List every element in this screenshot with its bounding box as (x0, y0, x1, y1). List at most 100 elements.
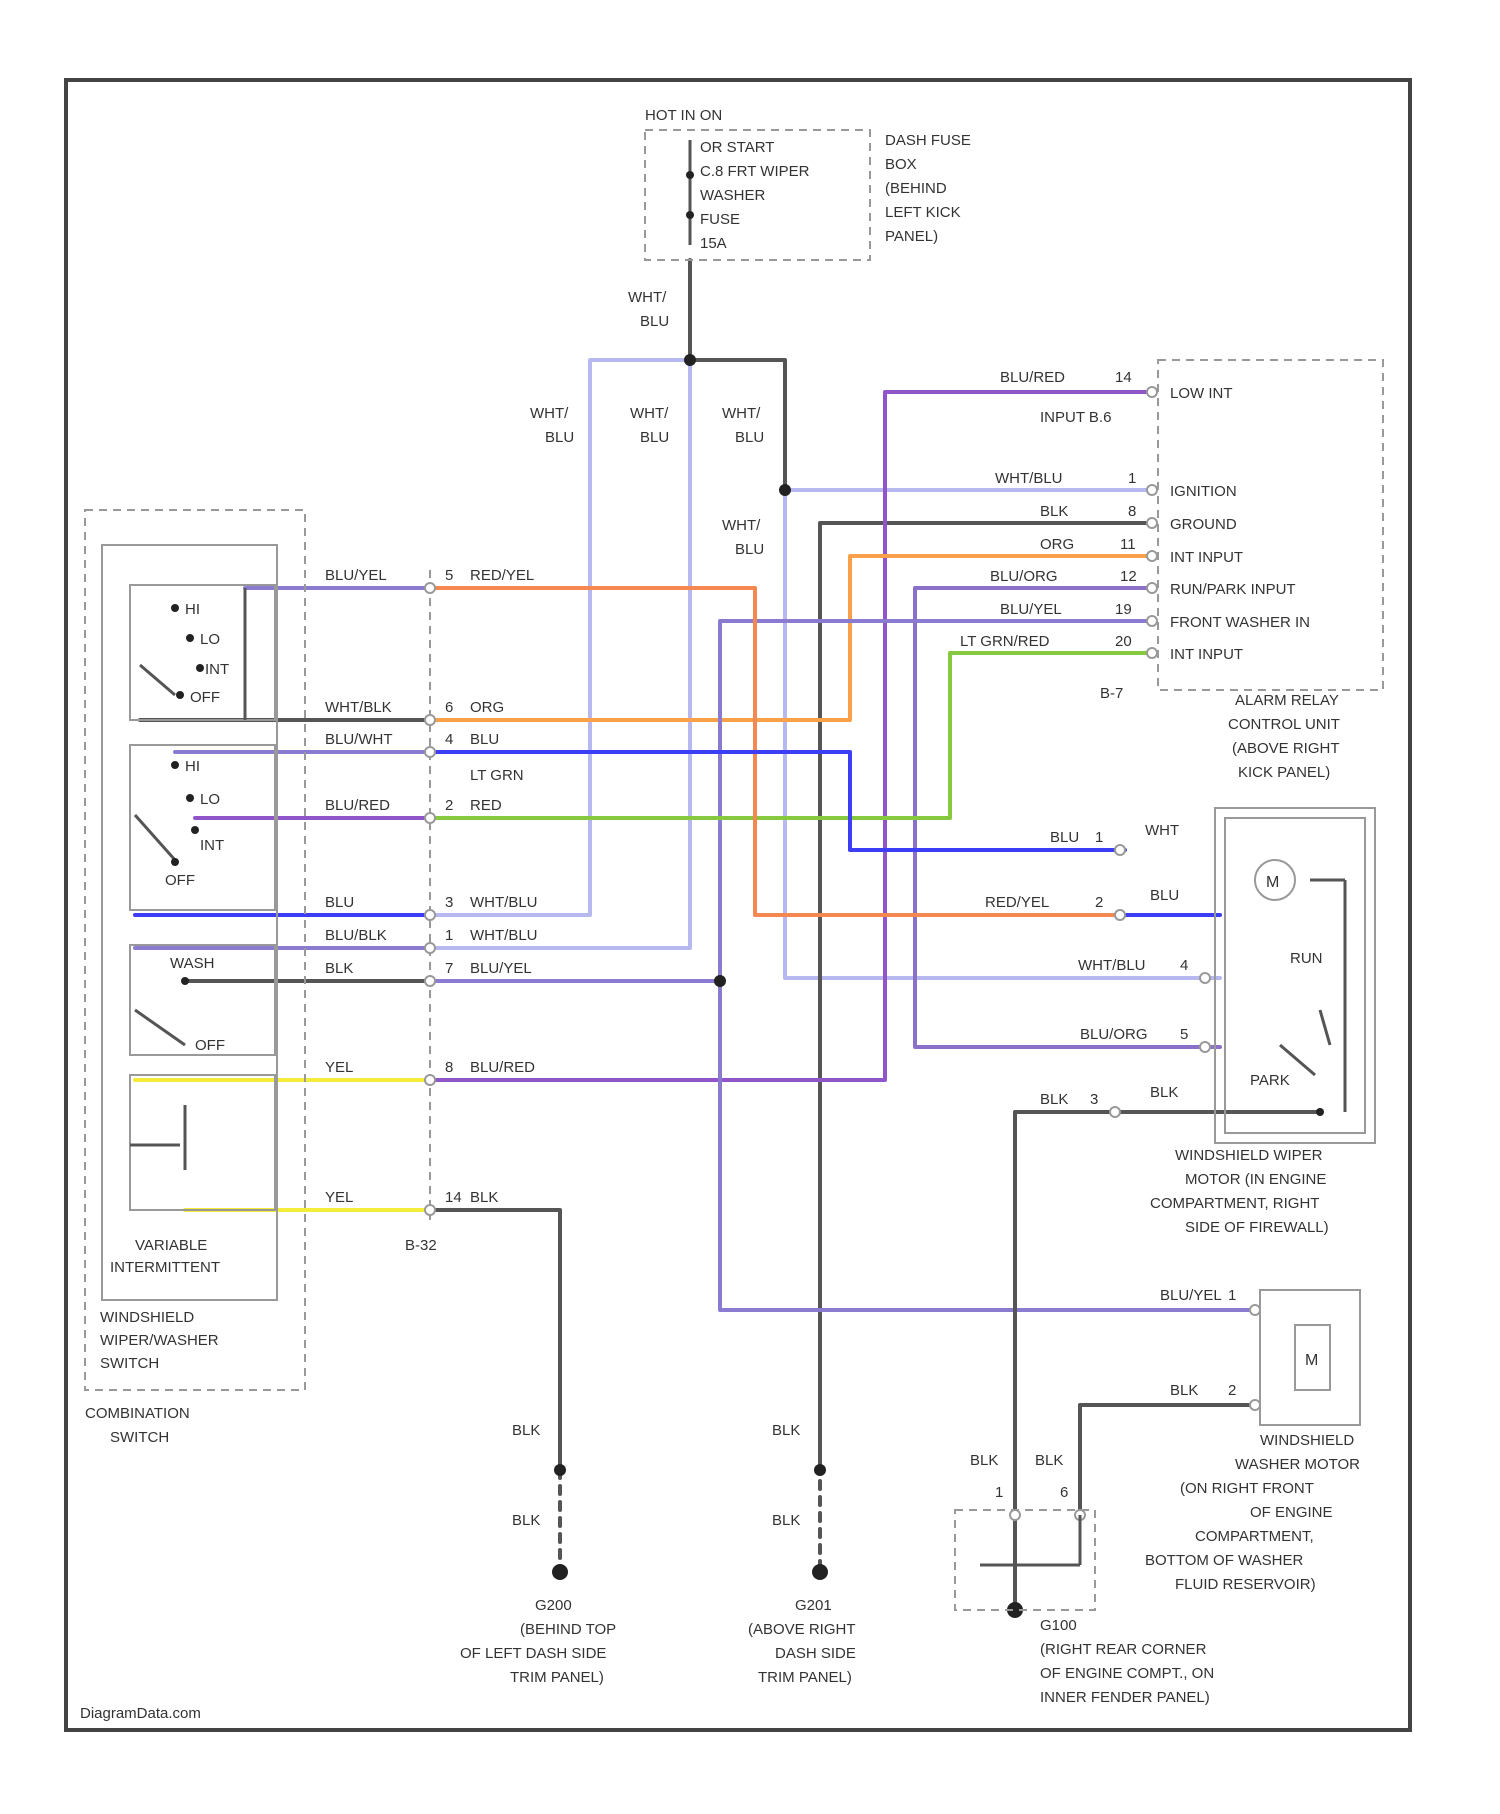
svg-text:FLUID RESERVOIR): FLUID RESERVOIR) (1175, 1576, 1316, 1593)
svg-text:LO: LO (200, 631, 220, 648)
svg-text:WASH: WASH (170, 955, 214, 972)
switch-pin-number: 5 (445, 567, 453, 584)
switch-connector-pin (425, 583, 435, 593)
ground-g200-symbol (552, 1564, 568, 1580)
motor-out-label: BLU (1150, 887, 1179, 904)
svg-text:INPUT B.6: INPUT B.6 (1040, 409, 1111, 426)
switch-out-wire-label: RED/YEL (470, 567, 534, 584)
motor-out-label: PARK (1250, 1072, 1290, 1089)
svg-text:VARIABLE: VARIABLE (135, 1237, 207, 1254)
svg-text:6: 6 (1060, 1484, 1068, 1501)
svg-text:WHT/: WHT/ (722, 517, 761, 534)
switch-pin-number: 3 (445, 894, 453, 911)
motor-out-label: WHT (1145, 822, 1179, 839)
svg-text:ALARM RELAY: ALARM RELAY (1235, 692, 1339, 709)
svg-text:WINDSHIELD: WINDSHIELD (1260, 1432, 1354, 1449)
svg-text:BLK: BLK (1035, 1452, 1063, 1469)
junction-dot (714, 975, 726, 987)
wire-relay-ground (820, 523, 1150, 1465)
switch-connector-pin (425, 976, 435, 986)
svg-text:FUSE: FUSE (700, 211, 740, 228)
svg-text:LEFT KICK: LEFT KICK (885, 204, 961, 221)
svg-text:MOTOR (IN ENGINE: MOTOR (IN ENGINE (1185, 1171, 1326, 1188)
switch-extra-label: LT GRN (470, 767, 524, 784)
svg-text:OF ENGINE: OF ENGINE (1250, 1504, 1333, 1521)
svg-text:COMPARTMENT, RIGHT: COMPARTMENT, RIGHT (1150, 1195, 1319, 1212)
svg-text:BLU: BLU (545, 429, 574, 446)
svg-text:PANEL): PANEL) (885, 228, 938, 245)
svg-text:INT INPUT: INT INPUT (1170, 646, 1243, 663)
svg-text:LOW INT: LOW INT (1170, 385, 1233, 402)
switch-pin-number: 7 (445, 960, 453, 977)
wire-blu (430, 752, 1125, 850)
switch-connector-pin (425, 1205, 435, 1215)
svg-text:BLU: BLU (640, 313, 669, 330)
wire-feed-wht-blu-b (430, 360, 690, 948)
switch-out-wire-label: WHT/BLU (470, 927, 538, 944)
washer-pin-number: 2 (1228, 1382, 1236, 1399)
svg-text:OFF: OFF (190, 689, 220, 706)
svg-text:WHT/: WHT/ (722, 405, 761, 422)
wiper-motor-symbol: M (1266, 874, 1279, 891)
washer-connector-pin (1250, 1305, 1260, 1315)
switch-wire-label: BLU/YEL (325, 567, 387, 584)
ground-g201-symbol (812, 1564, 828, 1580)
switch-out-wire-label: ORG (470, 699, 504, 716)
motor-connector-pin (1110, 1107, 1120, 1117)
svg-text:8: 8 (1128, 503, 1136, 520)
feed-label: WHT/ (628, 289, 667, 306)
junction-dot (554, 1464, 566, 1476)
svg-text:CONTROL UNIT: CONTROL UNIT (1228, 716, 1340, 733)
svg-text:B-32: B-32 (405, 1237, 437, 1254)
motor-out-label: RUN (1290, 950, 1323, 967)
switch-wire-label: BLK (325, 960, 353, 977)
svg-text:1: 1 (995, 1484, 1003, 1501)
svg-text:BLU/ORG: BLU/ORG (990, 568, 1058, 585)
svg-text:BLK: BLK (1040, 503, 1068, 520)
motor-pin-number: 3 (1090, 1091, 1098, 1108)
svg-text:(ON RIGHT FRONT: (ON RIGHT FRONT (1180, 1480, 1314, 1497)
svg-text:BLK: BLK (512, 1512, 540, 1529)
switch-out-wire-label: WHT/BLU (470, 894, 538, 911)
svg-text:GROUND: GROUND (1170, 516, 1237, 533)
svg-text:TRIM PANEL): TRIM PANEL) (758, 1669, 852, 1686)
hot-in-on-label: HOT IN ON (645, 107, 722, 124)
svg-text:WHT/: WHT/ (630, 405, 669, 422)
svg-text:WIPER/WASHER: WIPER/WASHER (100, 1332, 219, 1349)
switch-out-wire-label: BLU/YEL (470, 960, 532, 977)
svg-text:FRONT WASHER IN: FRONT WASHER IN (1170, 614, 1310, 631)
svg-text:TRIM PANEL): TRIM PANEL) (510, 1669, 604, 1686)
motor-pin-number: 4 (1180, 957, 1188, 974)
svg-text:G100: G100 (1040, 1617, 1077, 1634)
svg-text:(BEHIND TOP: (BEHIND TOP (520, 1621, 616, 1638)
svg-text:RUN/PARK INPUT: RUN/PARK INPUT (1170, 581, 1296, 598)
switch-pin-number: 1 (445, 927, 453, 944)
svg-text:OR START: OR START (700, 139, 774, 156)
switch-out-wire-label: BLK (470, 1189, 498, 1206)
svg-text:1: 1 (1128, 470, 1136, 487)
switch-wire-label: BLU/RED (325, 797, 390, 814)
svg-text:BLU: BLU (640, 429, 669, 446)
svg-text:INNER FENDER PANEL): INNER FENDER PANEL) (1040, 1689, 1210, 1706)
svg-text:11: 11 (1120, 536, 1136, 553)
svg-text:INTERMITTENT: INTERMITTENT (110, 1259, 220, 1276)
washer-motor-symbol: M (1305, 1352, 1318, 1369)
washer-wire-label: BLK (1170, 1382, 1198, 1399)
svg-text:COMPARTMENT,: COMPARTMENT, (1195, 1528, 1314, 1545)
svg-text:C.8 FRT WIPER: C.8 FRT WIPER (700, 163, 810, 180)
svg-text:B-7: B-7 (1100, 685, 1123, 702)
svg-text:BLU: BLU (735, 429, 764, 446)
motor-connector-pin (1115, 845, 1125, 855)
svg-text:(ABOVE RIGHT: (ABOVE RIGHT (748, 1621, 856, 1638)
washer-wire-label: BLU/YEL (1160, 1287, 1222, 1304)
svg-text:BLU/YEL: BLU/YEL (1000, 601, 1062, 618)
svg-text:HI: HI (185, 601, 200, 618)
motor-wire-label: WHT/BLU (1078, 957, 1146, 974)
motor-wire-label: BLU (1050, 829, 1079, 846)
switch-out-wire-label: BLU/RED (470, 1059, 535, 1076)
svg-text:WINDSHIELD: WINDSHIELD (100, 1309, 194, 1326)
switch-wire-label: BLU/WHT (325, 731, 393, 748)
switch-pin-number: 4 (445, 731, 453, 748)
svg-text:OFF: OFF (195, 1037, 225, 1054)
